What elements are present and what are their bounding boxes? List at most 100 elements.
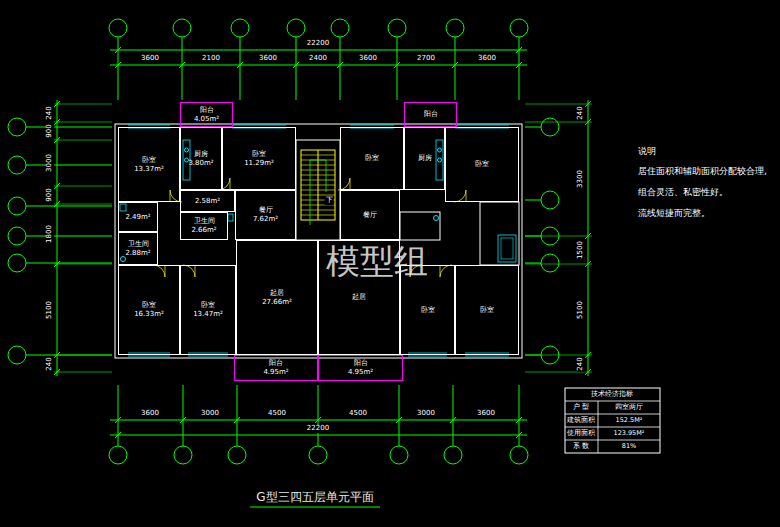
dimension-tick	[585, 352, 591, 358]
room: 卧室16.33m²	[118, 265, 180, 355]
axis-line	[519, 37, 520, 100]
room: 卧室11.29m²	[222, 127, 296, 190]
table-rule	[565, 440, 660, 441]
axis-bubble	[446, 19, 464, 37]
axis-bubble	[510, 19, 528, 37]
room-name: 餐厅	[363, 211, 377, 220]
stairwell-outline	[296, 140, 340, 240]
bathroom-outline	[480, 202, 519, 265]
room-area: 13.47m²	[193, 310, 223, 319]
axis-line	[26, 165, 112, 166]
title-underline	[250, 507, 380, 508]
dimension-label: 22200	[306, 40, 330, 48]
extension-line	[54, 140, 112, 141]
table-cell: 系 数	[572, 443, 590, 450]
balcony: 阳台	[404, 102, 457, 127]
extension-line	[525, 122, 592, 123]
room: 卧室	[455, 265, 519, 355]
balcony: 阳台4.95m²	[234, 355, 318, 381]
dimension-tick	[115, 47, 121, 53]
window	[188, 353, 228, 354]
stove-burner	[185, 158, 189, 162]
dimension-tick	[54, 261, 60, 267]
room: 卫生间2.88m²	[118, 232, 158, 265]
note-heading: 说明	[637, 147, 657, 157]
axis-line	[26, 206, 112, 207]
axis-line	[525, 127, 541, 128]
dimension-line	[57, 100, 58, 376]
stair-arrow	[326, 160, 327, 192]
axis-line	[26, 355, 112, 356]
axis-bubble	[8, 118, 26, 136]
dimension-tick	[54, 101, 60, 107]
axis-bubble	[388, 19, 406, 37]
room: 卧室13.47m²	[180, 265, 236, 355]
dimension-tick	[585, 261, 591, 267]
door-swing	[440, 265, 452, 277]
room-area: 13.37m²	[134, 165, 164, 174]
dimension-tick	[54, 369, 60, 375]
watermark: 模型组	[326, 243, 428, 280]
axis-line	[525, 200, 541, 201]
dimension-label: 3600	[477, 55, 497, 63]
axis-line	[118, 385, 119, 446]
bathtub	[501, 238, 513, 259]
axis-bubble	[173, 19, 191, 37]
dimension-label: 4500	[267, 410, 287, 418]
dimension-tick	[585, 369, 591, 375]
dimension-label: 240	[577, 105, 585, 120]
table-cell: 建筑面积	[566, 417, 596, 424]
table-cell: 户 型	[572, 404, 590, 411]
dimension-label: 5100	[46, 300, 54, 320]
dimension-label: 3300	[577, 169, 585, 189]
toilet	[228, 214, 233, 221]
room-area: 4.95m²	[348, 368, 373, 377]
room-name: 卧室	[365, 154, 379, 163]
room-name: 卧室	[201, 301, 215, 310]
room-name: 阳台	[354, 359, 368, 368]
axis-line	[118, 37, 119, 100]
stove-burner	[185, 148, 189, 152]
dimension-label: 2400	[308, 55, 328, 63]
window	[188, 356, 228, 357]
room-name: 卧室	[480, 306, 494, 315]
axis-line	[453, 385, 454, 446]
axis-bubble	[8, 254, 26, 272]
room-name: 阳台	[424, 110, 438, 119]
dimension-label: 240	[46, 105, 54, 120]
extension-line	[54, 372, 112, 373]
window	[350, 125, 394, 126]
dimension-label: 3600	[140, 410, 160, 418]
room-area: 4.95m²	[263, 368, 288, 377]
stair-arrow	[310, 160, 326, 161]
dimension-tick	[585, 233, 591, 239]
drawing-title: G型三四五层单元平面	[256, 489, 373, 506]
room: 2.49m²	[118, 202, 158, 232]
extension-line	[54, 186, 112, 187]
room: 卧室	[340, 127, 404, 190]
room: 卧室13.37m²	[118, 127, 180, 202]
window	[408, 356, 447, 357]
room: 起居27.66m²	[236, 240, 318, 355]
table-cell: 81%	[621, 443, 637, 450]
room-area: 2.66m²	[191, 226, 216, 235]
toilet	[120, 204, 126, 211]
stair-step	[301, 160, 335, 161]
stair-outline	[301, 150, 335, 220]
axis-line	[296, 37, 297, 100]
axis-line	[525, 263, 541, 264]
axis-line	[340, 37, 341, 100]
table-cell: 152.5M²	[615, 417, 644, 424]
dimension-label: 240	[577, 356, 585, 371]
room-name: 阳台	[269, 359, 283, 368]
dimension-tick	[54, 352, 60, 358]
dimension-tick	[54, 183, 60, 189]
axis-line	[26, 263, 112, 264]
table-cell: 四室两厅	[614, 404, 644, 411]
balcony: 阳台4.95m²	[318, 355, 403, 381]
table-border	[565, 388, 660, 453]
axis-line	[455, 37, 456, 100]
axis-bubble	[231, 19, 249, 37]
dimension-line	[110, 420, 527, 421]
axis-bubble	[541, 254, 559, 272]
